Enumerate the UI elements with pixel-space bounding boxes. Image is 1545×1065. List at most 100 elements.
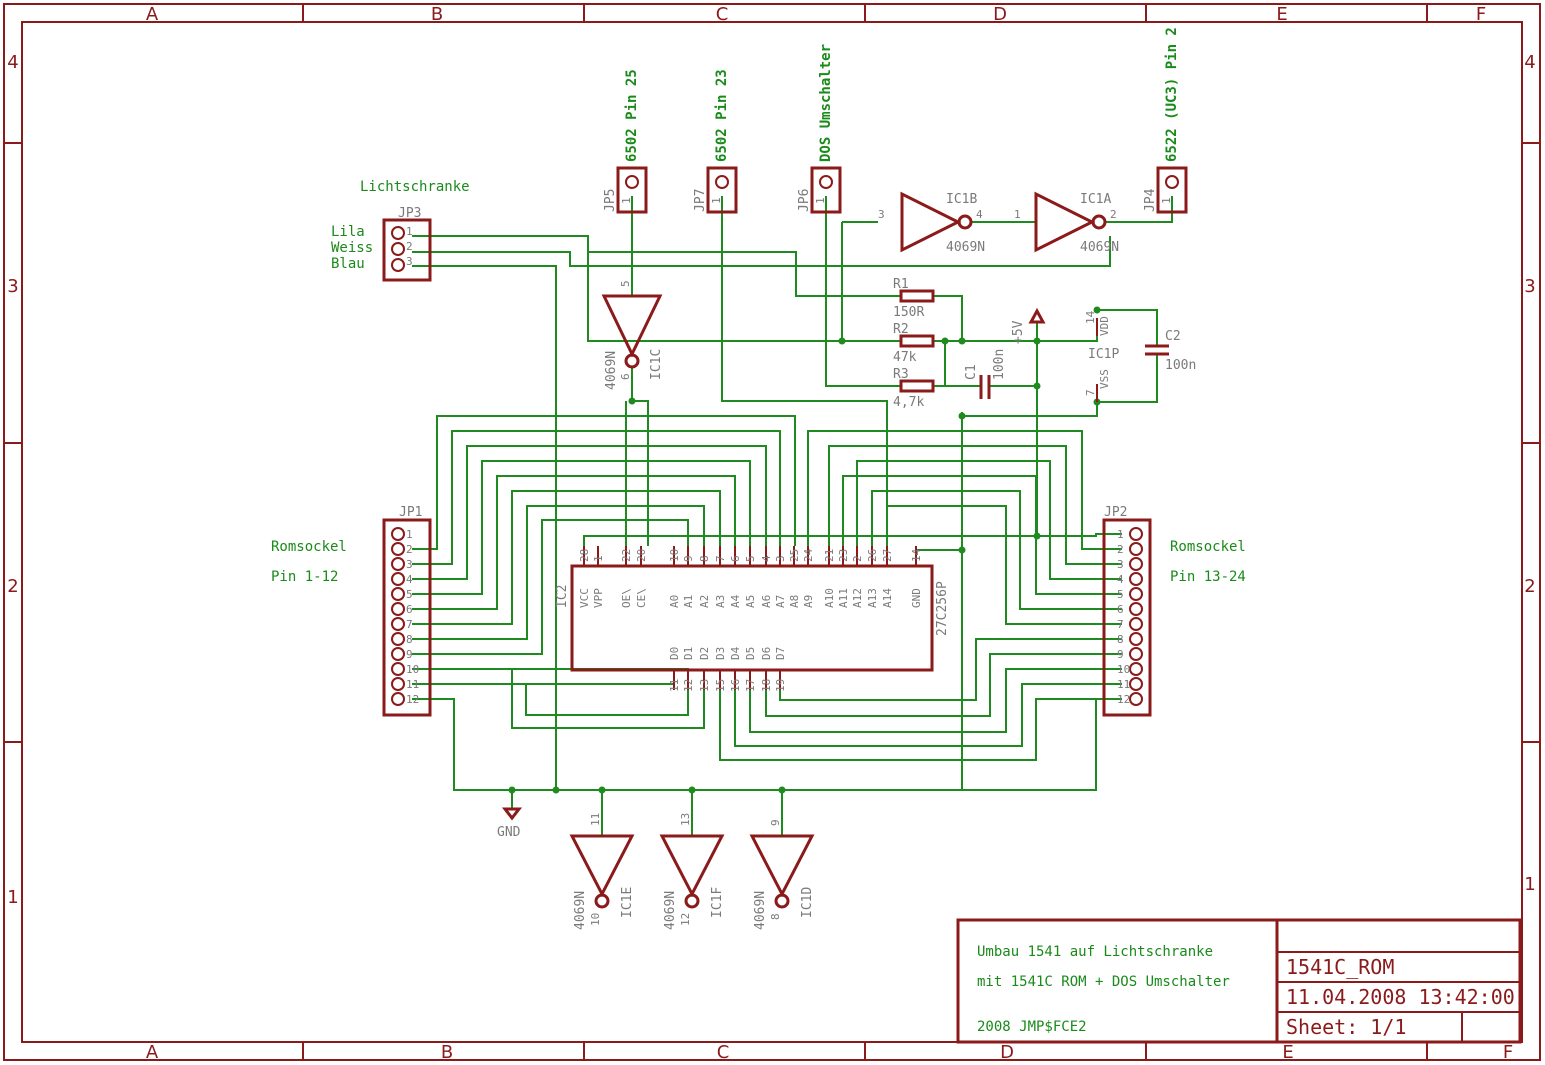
ic1a-pin-out: 2: [1110, 208, 1117, 221]
jp3-pin-1: 1: [406, 225, 413, 238]
jp7-header: JP7 1 6502 Pin 23: [693, 69, 738, 214]
eprom-pin-label: A11: [837, 588, 850, 608]
col-label-top-f: F: [1476, 4, 1486, 25]
ic1a-type: 4069N: [1080, 240, 1119, 255]
inverter-ic1d: 9 8 4069N IC1D: [749, 819, 815, 930]
ic1d-pin-out: 8: [769, 913, 782, 920]
ic1c-name: IC1C: [649, 349, 664, 380]
wire-jp2-addr: [856, 460, 1122, 580]
wire-jp1-a0: [412, 519, 689, 655]
wire-d-loop: [412, 668, 705, 729]
wire-r3: [933, 341, 946, 387]
eprom-pin-label: A12: [851, 588, 864, 608]
eprom-data-pin-number: 12: [682, 679, 695, 692]
eprom-data-label: D1: [682, 647, 695, 660]
col-label-top-b: B: [431, 4, 443, 25]
jp1-pin-number: 9: [406, 648, 413, 661]
junction-dot: [628, 397, 636, 405]
ic1f-name: IC1F: [710, 887, 725, 918]
c1-name: C1: [964, 364, 979, 380]
jp7-pin: 1: [710, 197, 723, 204]
jp2-pin-number: 5: [1117, 588, 1124, 601]
eprom-data-pin-number: 13: [698, 679, 711, 692]
ic1c-type: 4069N: [604, 351, 619, 390]
jp6-name: JP6: [797, 189, 812, 212]
jp3-header: JP3 Lichtschranke Lila Weiss Blau 1 2 3: [331, 179, 470, 282]
wire-jp1-addr: [412, 505, 705, 640]
jp2-pin-2: [1129, 542, 1143, 556]
ic1p-vdd-pin: 14: [1084, 310, 1097, 324]
ic1f-pin-out: 12: [679, 913, 692, 926]
title-drawing-name: 1541C_ROM: [1286, 955, 1394, 979]
jp1-pin-number: 4: [406, 573, 413, 586]
eprom-pin-number: 2: [851, 555, 864, 562]
col-label-top-e: E: [1276, 4, 1287, 25]
eprom-data-pin-number: 15: [714, 679, 727, 692]
jp2-pin-number: 1: [1117, 528, 1124, 541]
row-label-right-1: 1: [1524, 874, 1535, 895]
row-label-right-2: 2: [1524, 576, 1535, 597]
jp1-pin-7: [391, 617, 405, 631]
jp1-pin-number: 2: [406, 543, 413, 556]
col-label-bottom-a: A: [146, 1042, 159, 1063]
ic1e-pin-in: 11: [589, 813, 602, 826]
eprom-pin-label: A10: [823, 588, 836, 608]
jp5-header: JP5 1 6502 Pin 25: [603, 69, 648, 214]
eprom-data-label: D4: [729, 646, 742, 660]
junction-dot: [1033, 337, 1041, 345]
eprom-pin-number: 28: [578, 549, 591, 562]
eprom-data-pin-number: 11: [668, 679, 681, 692]
title-description-2: mit 1541C ROM + DOS Umschalter: [977, 974, 1230, 990]
wire-jp1-d0: [412, 668, 689, 690]
col-label-bottom-b: B: [441, 1042, 453, 1063]
jp2-pin-number: 12: [1117, 693, 1130, 706]
eprom-pin-label: A8: [788, 595, 801, 608]
jp2-pin-8: [1129, 632, 1143, 646]
gnd-symbol: GND: [497, 807, 523, 840]
junction-dot: [958, 412, 966, 420]
jp1-pin-number: 1: [406, 528, 413, 541]
eprom-pin-number: 7: [714, 555, 727, 562]
eprom-pin-label: A13: [866, 588, 879, 608]
jp2-pin-number: 4: [1117, 573, 1124, 586]
wire-jp2-addr: [807, 430, 1122, 550]
ic1p-vdd: VDD: [1098, 316, 1111, 336]
jp2-pin-11: [1129, 677, 1143, 691]
eprom-type: 27C256P: [935, 581, 950, 636]
jp6-header: JP6 1 DOS Umschalter: [797, 44, 842, 214]
jp2-pin-number: 11: [1117, 678, 1130, 691]
ic1p-vss: VSS: [1098, 369, 1111, 389]
ic1c-pin-out: 6: [619, 373, 632, 380]
wire-ic1a-jp4: [1105, 196, 1173, 223]
junction-dot: [598, 786, 606, 794]
jp2-pin-12: [1129, 692, 1143, 706]
eprom-pin-label: VPP: [592, 588, 605, 608]
junction-dot: [552, 786, 560, 794]
jp4-header: JP4 1 6522 (UC3) Pin 2: [1143, 27, 1188, 214]
ic1b-pin-in: 3: [878, 208, 885, 221]
eprom-pin-label: A14: [881, 588, 894, 608]
eprom-data-label: D7: [774, 647, 787, 660]
wire-ic1c-out: [631, 368, 649, 546]
jp1-pin-number: 7: [406, 618, 413, 631]
ic1p-name: IC1P: [1088, 347, 1119, 362]
eprom-pin-number: 9: [682, 555, 695, 562]
wire-jp1-addr: [412, 430, 781, 565]
wire-jp2-d6: [765, 653, 1122, 717]
inverter-ic1a: IC1A 4069N 1 2: [1014, 191, 1119, 255]
jp2-pin-number: 10: [1117, 663, 1130, 676]
eprom-pin-label: A0: [668, 595, 681, 608]
ic1f-type: 4069N: [663, 891, 678, 930]
eprom-pin-label: A9: [802, 595, 815, 608]
row-label-right-4: 4: [1524, 52, 1535, 73]
supply-5v-symbol: +5V: [1011, 307, 1046, 344]
row-label-left-2: 2: [7, 576, 18, 597]
jp3-name: JP3: [398, 206, 421, 221]
eprom-pin-label: A5: [744, 595, 757, 608]
col-label-top-c: C: [716, 4, 729, 25]
junction-dot: [688, 786, 696, 794]
eprom-pin-label: A6: [760, 595, 773, 608]
inverter-ic1c: 5 6 4069N IC1C: [601, 280, 664, 390]
